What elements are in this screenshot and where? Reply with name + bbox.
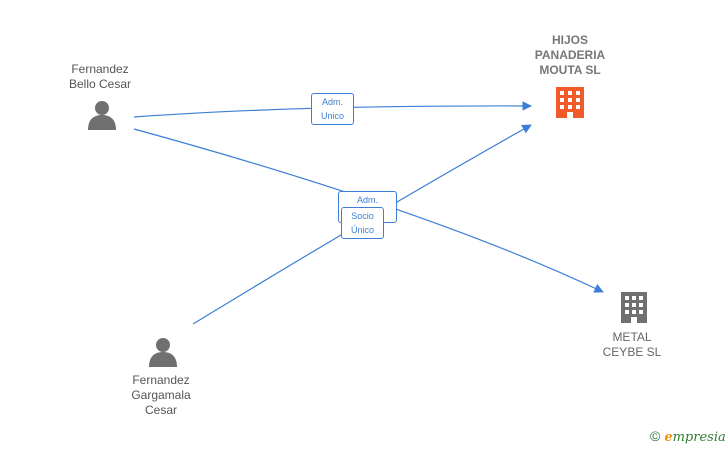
label-line: Fernandez <box>132 373 190 387</box>
person-icon[interactable] <box>149 338 177 367</box>
label-line: METAL <box>612 330 652 344</box>
label-line: HIJOS <box>551 33 588 47</box>
edge-label-adm-unico[interactable]: Adm. Unico <box>311 93 354 125</box>
person-label-fernandez-gargamala[interactable]: Fernandez Gargamala Cesar <box>111 373 211 418</box>
empresia-logo[interactable]: ©empresia <box>650 428 726 445</box>
edge-person1-to-metal <box>133 128 604 293</box>
label-line: MOUTA SL <box>539 63 601 77</box>
label-line: Gargamala <box>131 388 191 402</box>
person-icon[interactable] <box>88 101 116 130</box>
label-line: CEYBE SL <box>602 345 662 359</box>
label-line: Fernandez <box>71 62 129 76</box>
label-line: Bello Cesar <box>68 77 132 91</box>
building-icon[interactable] <box>621 292 647 323</box>
company-label-metal-ceybe[interactable]: METAL CEYBE SL <box>582 330 682 360</box>
copyright-symbol: © <box>650 428 661 444</box>
edge-label-line: Adm. <box>321 97 343 107</box>
building-icon[interactable] <box>556 87 584 118</box>
brand-initial: e <box>664 430 673 445</box>
company-label-hijos-panaderia[interactable]: HIJOS PANADERIA MOUTA SL <box>520 33 620 78</box>
edge-label-line: Único <box>350 225 374 235</box>
edge-label-socio-unico[interactable]: Socio Único <box>341 207 384 239</box>
person-label-fernandez-bello[interactable]: Fernandez Bello Cesar <box>50 62 150 92</box>
label-line: Cesar <box>144 403 177 417</box>
edge-label-line: Socio <box>351 211 374 221</box>
edge-label-line: Adm. <box>356 195 378 205</box>
brand-name: mpresia <box>672 430 726 445</box>
edge-label-line: Unico <box>320 111 344 121</box>
label-line: PANADERIA <box>534 48 606 62</box>
